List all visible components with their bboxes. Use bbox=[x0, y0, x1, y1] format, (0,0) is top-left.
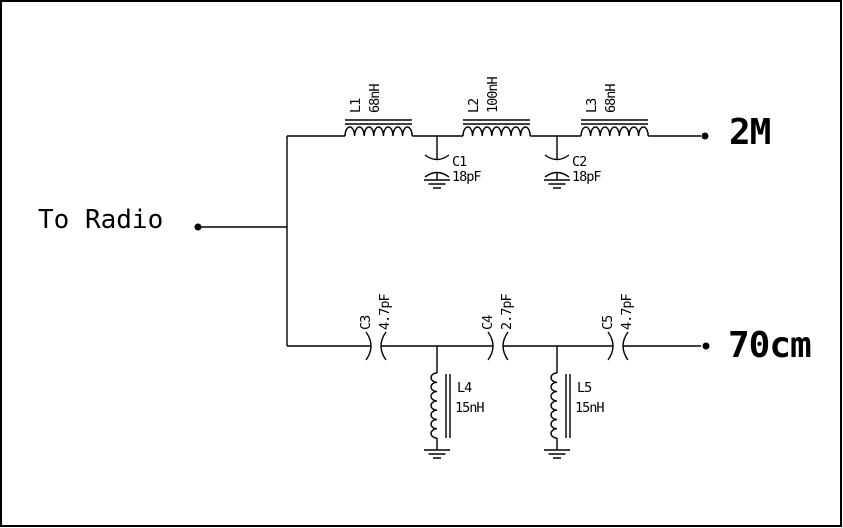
capacitor-c4-value-label: 2.7pF bbox=[499, 293, 515, 330]
inductor-coil-icon bbox=[550, 372, 558, 439]
inductor-l1-ref-label: L1 bbox=[348, 98, 364, 113]
input-section: To Radio bbox=[38, 136, 288, 346]
inductor-coil-icon bbox=[462, 126, 531, 137]
inductor-l1-value-label: 68nH bbox=[367, 84, 383, 113]
capacitor-c5: C5 4.7pF bbox=[600, 293, 635, 361]
capacitor-plates-icon bbox=[544, 154, 570, 178]
inductor-core-icon bbox=[565, 374, 571, 438]
capacitor-c5-ref-label: C5 bbox=[600, 315, 616, 330]
inductor-coil-icon bbox=[344, 126, 413, 137]
inductor-l4-ref-label: L4 bbox=[457, 380, 472, 396]
capacitor-c2-value-label: 18pF bbox=[572, 169, 601, 185]
low-pass-terminal-dot-icon bbox=[701, 132, 709, 140]
ground-icon bbox=[544, 449, 570, 459]
inductor-l3-ref-label: L3 bbox=[584, 98, 600, 113]
ground-icon bbox=[424, 179, 450, 189]
ground-icon bbox=[544, 179, 570, 189]
inductor-l5-ref-label: L5 bbox=[577, 380, 592, 396]
capacitor-c1-ref-label: C1 bbox=[452, 154, 467, 170]
capacitor-c1-value-label: 18pF bbox=[452, 169, 481, 185]
capacitor-c3-value-label: 4.7pF bbox=[377, 293, 393, 330]
capacitor-c4-ref-label: C4 bbox=[480, 315, 496, 330]
low-pass-port-label: 2M bbox=[729, 112, 771, 153]
inductor-core-icon bbox=[581, 119, 648, 125]
inductor-core-icon bbox=[345, 119, 412, 125]
capacitor-c1: C1 18pF bbox=[424, 136, 482, 189]
input-port-label: To Radio bbox=[38, 205, 163, 235]
capacitor-c3-ref-label: C3 bbox=[358, 315, 374, 330]
high-pass-port-label: 70cm bbox=[728, 325, 811, 366]
capacitor-c3: C3 4.7pF bbox=[358, 293, 393, 361]
inductor-l2-ref-label: L2 bbox=[466, 99, 482, 113]
inductor-l5: L5 15nH bbox=[544, 346, 605, 459]
capacitor-plates-icon bbox=[424, 154, 450, 178]
inductor-l3-value-label: 68nH bbox=[603, 84, 619, 113]
inductor-coil-icon bbox=[430, 372, 438, 439]
low-pass-branch: L1 68nH L2 100nH L3 68nH C1 18pF bbox=[287, 76, 772, 189]
capacitor-c2-ref-label: C2 bbox=[572, 154, 586, 170]
inductor-l2: L2 100nH bbox=[462, 76, 531, 137]
inductor-l2-value-label: 100nH bbox=[485, 76, 501, 113]
high-pass-terminal-dot-icon bbox=[702, 342, 710, 350]
high-pass-branch: C3 4.7pF C4 2.7pF C5 4.7pF L4 15nH bbox=[287, 293, 812, 459]
inductor-l4: L4 15nH bbox=[424, 346, 485, 459]
inductor-l1: L1 68nH bbox=[344, 84, 413, 137]
inductor-l5-value-label: 15nH bbox=[575, 400, 604, 416]
capacitor-plates-icon bbox=[487, 331, 509, 361]
capacitor-c5-value-label: 4.7pF bbox=[619, 293, 635, 330]
inductor-coil-icon bbox=[580, 126, 649, 137]
capacitor-plates-icon bbox=[607, 331, 629, 361]
capacitor-c4: C4 2.7pF bbox=[480, 293, 515, 361]
capacitor-c2: C2 18pF bbox=[544, 136, 602, 189]
inductor-l4-value-label: 15nH bbox=[455, 400, 484, 416]
inductor-l3: L3 68nH bbox=[580, 84, 649, 137]
inductor-core-icon bbox=[463, 119, 530, 125]
input-terminal-dot-icon bbox=[194, 223, 202, 231]
inductor-core-icon bbox=[445, 374, 451, 438]
capacitor-plates-icon bbox=[365, 331, 387, 361]
ground-icon bbox=[424, 449, 450, 459]
